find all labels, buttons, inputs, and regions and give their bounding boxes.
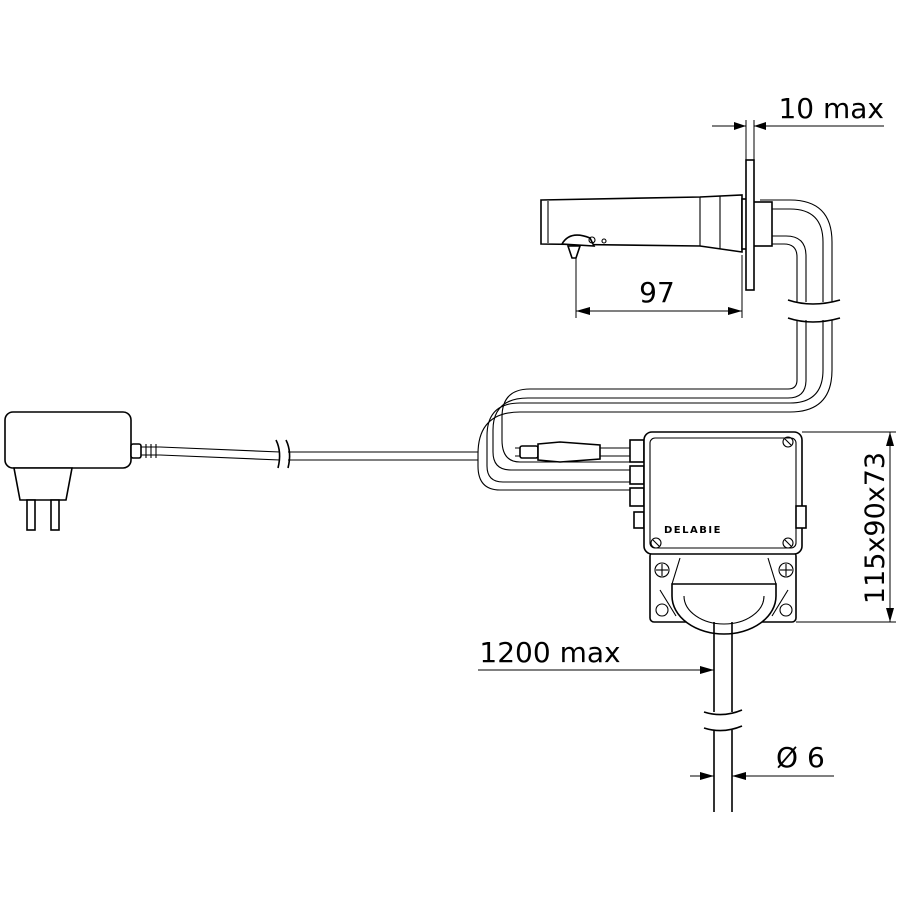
cable-connector [515, 441, 640, 463]
sensor-hoses [477, 199, 841, 491]
dim-label-diameter: Ø 6 [776, 741, 825, 774]
dim-wall-thickness [712, 120, 884, 160]
dim-label-box: 115x90x73 [860, 452, 891, 604]
control-box-icon [629, 431, 807, 635]
dim-box-size [796, 431, 896, 623]
dim-spout-length [575, 255, 743, 318]
dim-hose-length [478, 666, 714, 674]
tap-spout-icon [540, 159, 773, 291]
dim-label-wall: 10 max [778, 92, 884, 125]
dim-hose-diameter [690, 772, 834, 780]
power-adapter-icon [4, 411, 160, 531]
brand-label: DELABIE [664, 525, 722, 536]
dim-label-hose: 1200 max [479, 636, 620, 669]
dim-label-spout: 97 [639, 276, 675, 309]
outlet-hose [703, 622, 743, 812]
power-cable [159, 439, 478, 469]
